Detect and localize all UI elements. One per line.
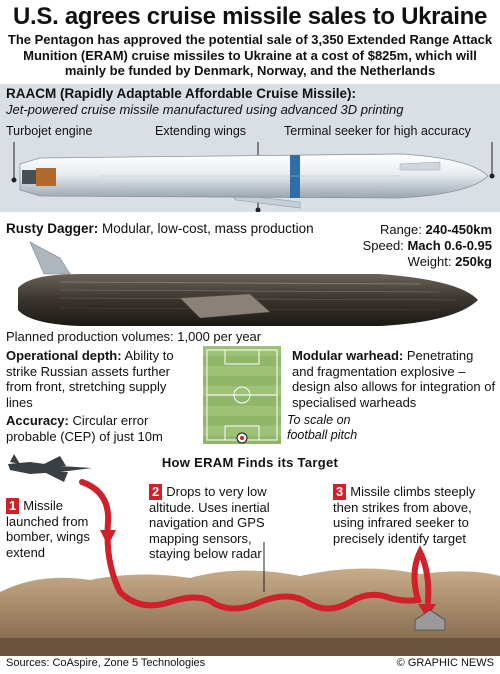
wings-label: Extending wings xyxy=(155,124,247,138)
raacm-missile-illustration xyxy=(11,142,495,213)
weight-label: Weight: xyxy=(407,254,452,269)
sources-footer: Sources: CoAspire, Zone 5 Technologies xyxy=(6,657,206,669)
page-subtitle: The Pentagon has approved the potential … xyxy=(7,32,493,78)
strike-arrow-icon xyxy=(418,604,436,618)
weight-spec: Weight: 250kg xyxy=(408,254,492,269)
credit-footer: © GRAPHIC NEWS xyxy=(396,657,494,669)
production-volumes: Planned production volumes: 1,000 per ye… xyxy=(6,329,262,344)
flight-path-illustration xyxy=(0,454,500,656)
operational-depth-block: Operational depth: Ability to strike Rus… xyxy=(6,348,196,410)
step-3-number: 3 xyxy=(333,484,347,500)
depth-title: Operational depth: xyxy=(6,348,122,363)
accuracy-title: Accuracy: xyxy=(6,413,69,428)
step-2-text: Drops to very low altitude. Uses inertia… xyxy=(149,484,270,561)
dagger-name: Rusty Dagger: xyxy=(6,221,99,236)
flight-path-line xyxy=(79,479,432,612)
range-spec: Range: 240-450km xyxy=(380,222,492,237)
speed-value: Mach 0.6-0.95 xyxy=(407,238,492,253)
target-bunker-icon xyxy=(414,609,446,631)
how-section-title: How ERAM Finds its Target xyxy=(161,455,339,470)
speed-label: Speed: xyxy=(362,238,404,253)
depth-text: Ability to strike Russian assets further… xyxy=(6,348,174,410)
seeker-label: Terminal seeker for high accuracy xyxy=(284,124,471,138)
page-title: U.S. agrees cruise missile sales to Ukra… xyxy=(12,3,488,30)
range-value: 240-450km xyxy=(425,222,493,237)
football-pitch-illustration xyxy=(203,346,281,444)
raacm-title: RAACM (Rapidly Adaptable Affordable Crui… xyxy=(6,86,357,101)
turbojet-label: Turbojet engine xyxy=(6,124,93,138)
raacm-description: Jet-powered cruise missile manufactured … xyxy=(6,102,404,117)
accuracy-block: Accuracy: Circular error probable (CEP) … xyxy=(6,413,196,444)
scale-note: To scale on football pitch xyxy=(287,413,358,442)
modular-warhead-block: Modular warhead: Penetrating and fragmen… xyxy=(292,348,496,410)
rusty-dagger-illustration xyxy=(18,241,478,326)
step-2-number: 2 xyxy=(149,484,163,500)
warhead-text: Penetrating and fragmentation explosive … xyxy=(292,348,496,410)
weight-value: 250kg xyxy=(455,254,492,269)
bomber-icon xyxy=(8,462,92,474)
accuracy-text: Circular error probable (CEP) of just 10… xyxy=(6,413,163,444)
dagger-heading: Rusty Dagger: Modular, low-cost, mass pr… xyxy=(6,221,314,236)
dagger-description: Modular, low-cost, mass production xyxy=(102,221,314,236)
range-label: Range: xyxy=(379,222,422,237)
warhead-title: Modular warhead: xyxy=(292,348,404,363)
step-1-number: 1 xyxy=(6,498,20,514)
step-1-text: Missile launched from bomber, wings exte… xyxy=(6,498,90,560)
speed-spec: Speed: Mach 0.6-0.95 xyxy=(363,238,492,253)
step-3-text: Missile climbs steeply then strikes from… xyxy=(333,484,476,546)
descent-arrow-icon xyxy=(100,530,116,546)
